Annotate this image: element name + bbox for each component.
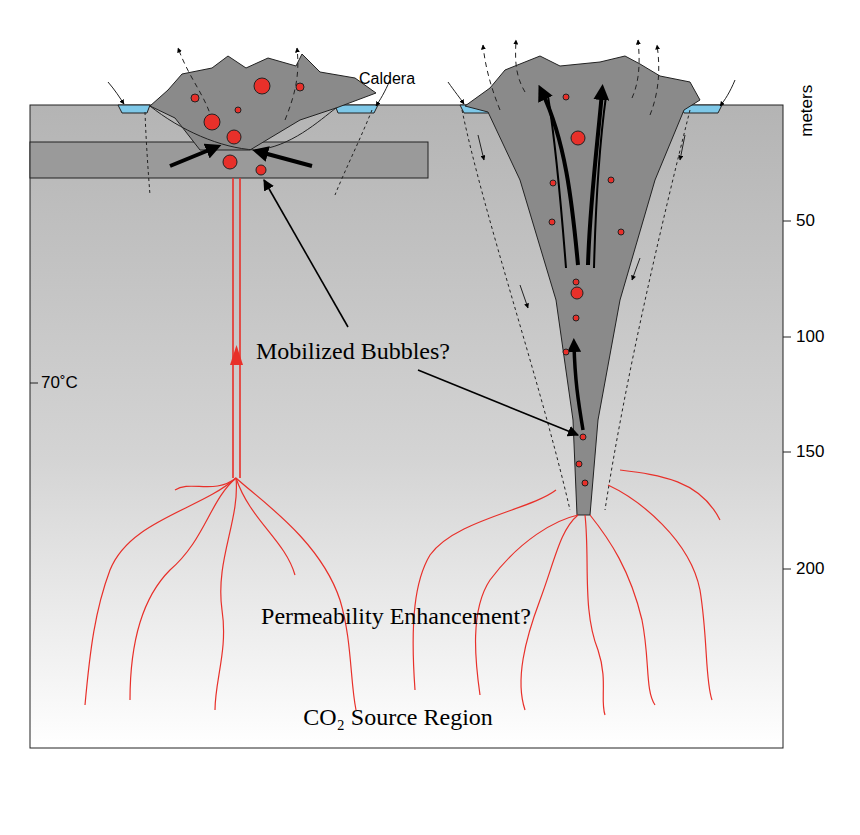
depth-value: 150 — [796, 442, 824, 462]
scale-ticks — [30, 221, 791, 569]
ring-fault — [462, 110, 570, 510]
temperature-label: 70˚C — [41, 373, 78, 393]
region-label: Caldera — [359, 70, 415, 88]
bubbles-part — [563, 94, 569, 100]
gas-path — [285, 48, 298, 120]
permeability-fractures-part — [236, 478, 356, 710]
bubbles-part — [618, 229, 624, 235]
gas-path — [632, 40, 639, 98]
depth-value: 200 — [796, 559, 824, 579]
bubbles — [191, 78, 304, 175]
inflow-arrow — [720, 80, 735, 106]
depth-value: 100 — [796, 327, 824, 347]
region-label: CO₂ Source Region — [303, 704, 493, 732]
bubbles-part — [563, 349, 569, 355]
bubbles-part — [549, 219, 555, 225]
bubbles-part — [571, 131, 585, 145]
conduit-arrow — [230, 345, 243, 365]
permeability-fractures-part — [620, 470, 720, 520]
gas-path — [516, 40, 525, 92]
bubbles-part — [608, 177, 614, 183]
permeability-fractures-part — [608, 485, 712, 700]
bubbles-part — [256, 165, 266, 175]
scale-ticks-part — [783, 221, 791, 569]
ground-section — [30, 105, 783, 748]
bubbles-part — [223, 155, 237, 169]
bubbles-part — [254, 78, 270, 94]
bubbles-part — [204, 114, 220, 130]
flow-arrow — [260, 152, 312, 166]
subsidence-arrow — [632, 258, 640, 280]
permeability-fractures — [85, 470, 720, 715]
permeability-fractures-part — [215, 478, 236, 710]
permeability-fractures-part — [85, 478, 236, 705]
mud-mound — [150, 54, 376, 150]
gas-path — [650, 45, 659, 115]
gas-path — [178, 48, 212, 120]
subsidence-arrow — [478, 135, 484, 160]
gas-path — [483, 45, 500, 110]
bubbles-part — [571, 287, 583, 299]
bubbles-part — [235, 107, 241, 113]
flow-arrow — [574, 345, 583, 430]
water — [118, 105, 150, 113]
bubbles-part — [550, 180, 556, 186]
flow-arrow — [594, 96, 606, 268]
bubbles-part — [573, 279, 579, 285]
flow-arrow — [548, 96, 566, 268]
inflow-arrow — [448, 82, 464, 104]
permeability-fractures-part — [413, 490, 556, 690]
layer-contact — [150, 106, 336, 150]
co2-conduit — [233, 178, 240, 478]
leader-arrow — [418, 370, 578, 435]
axis-unit: meters — [797, 85, 817, 137]
bubbles-part — [191, 94, 199, 102]
ring-fault — [335, 110, 372, 195]
flow-arrow — [170, 148, 214, 166]
permeability-fractures-part — [236, 478, 295, 575]
bubbles-part — [580, 434, 586, 440]
inflow-arrow — [108, 82, 124, 104]
ring-fault — [605, 110, 690, 510]
bubbles-part — [573, 315, 579, 321]
callout-label: Mobilized Bubbles? — [256, 338, 450, 366]
subsidence-arrow — [520, 285, 528, 308]
scale-ticks-part — [30, 383, 38, 384]
subsidence-arrow — [680, 135, 685, 160]
bubbles-part — [296, 83, 304, 91]
depth-value: 50 — [796, 211, 815, 231]
leader-arrow — [264, 180, 348, 327]
flow-arrow — [542, 92, 578, 265]
permeability-fractures-part — [175, 478, 236, 490]
permeability-fractures-part — [590, 515, 655, 705]
mud-diatreme — [465, 56, 700, 515]
bubbles-part — [576, 461, 582, 467]
bubbles-part — [227, 130, 241, 144]
bubbles-part — [582, 480, 588, 486]
permeability-fractures-part — [585, 515, 605, 715]
ring-fault — [145, 112, 150, 195]
callout-label: Permeability Enhancement? — [261, 603, 531, 631]
